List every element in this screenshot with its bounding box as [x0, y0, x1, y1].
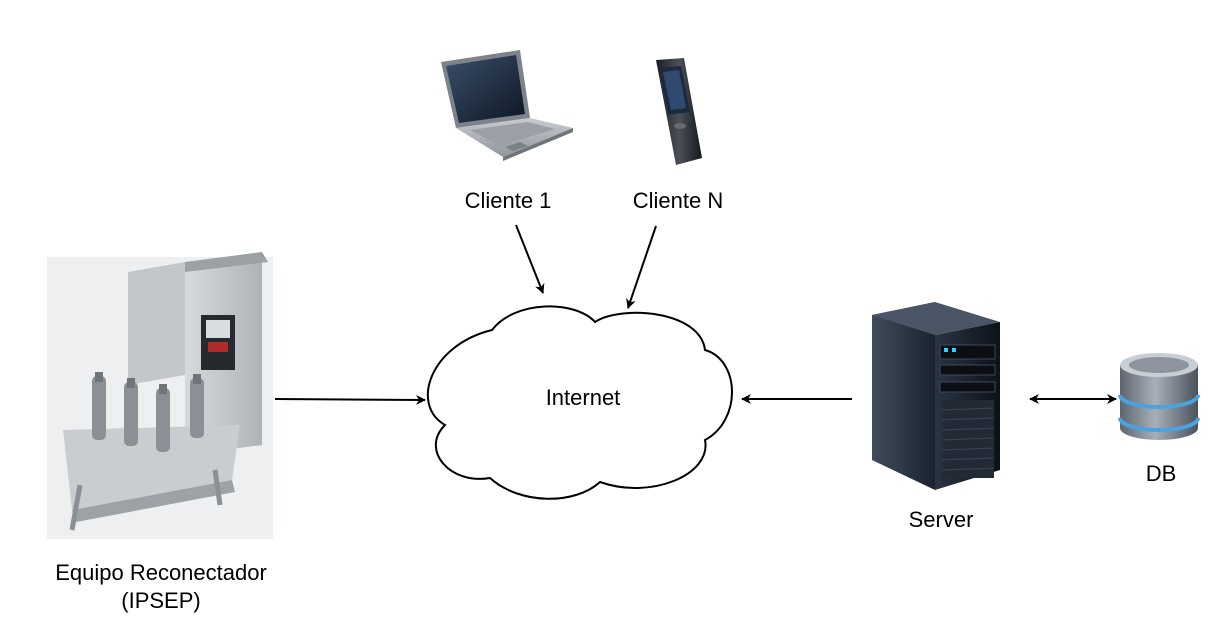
edge-recloser-internet: [274, 394, 426, 405]
laptop-icon: [441, 50, 573, 161]
edge-clientn-internet: [626, 225, 657, 309]
phone-icon: [656, 58, 702, 165]
internet-label: Internet: [546, 385, 621, 410]
edge-client1-internet: [515, 224, 545, 294]
recloser-label-line2: (IPSEP): [121, 588, 200, 613]
server-tower-icon: [872, 302, 1000, 490]
server-label: Server: [909, 507, 974, 532]
recloser-equipment-icon: [47, 252, 273, 539]
clientn-label: Cliente N: [633, 188, 723, 213]
recloser-label-line1: Equipo Reconectador: [55, 560, 267, 585]
database-icon: [1118, 353, 1200, 440]
db-label: DB: [1146, 461, 1177, 486]
cloud-icon: [426, 305, 733, 500]
client1-label: Cliente 1: [465, 188, 552, 213]
